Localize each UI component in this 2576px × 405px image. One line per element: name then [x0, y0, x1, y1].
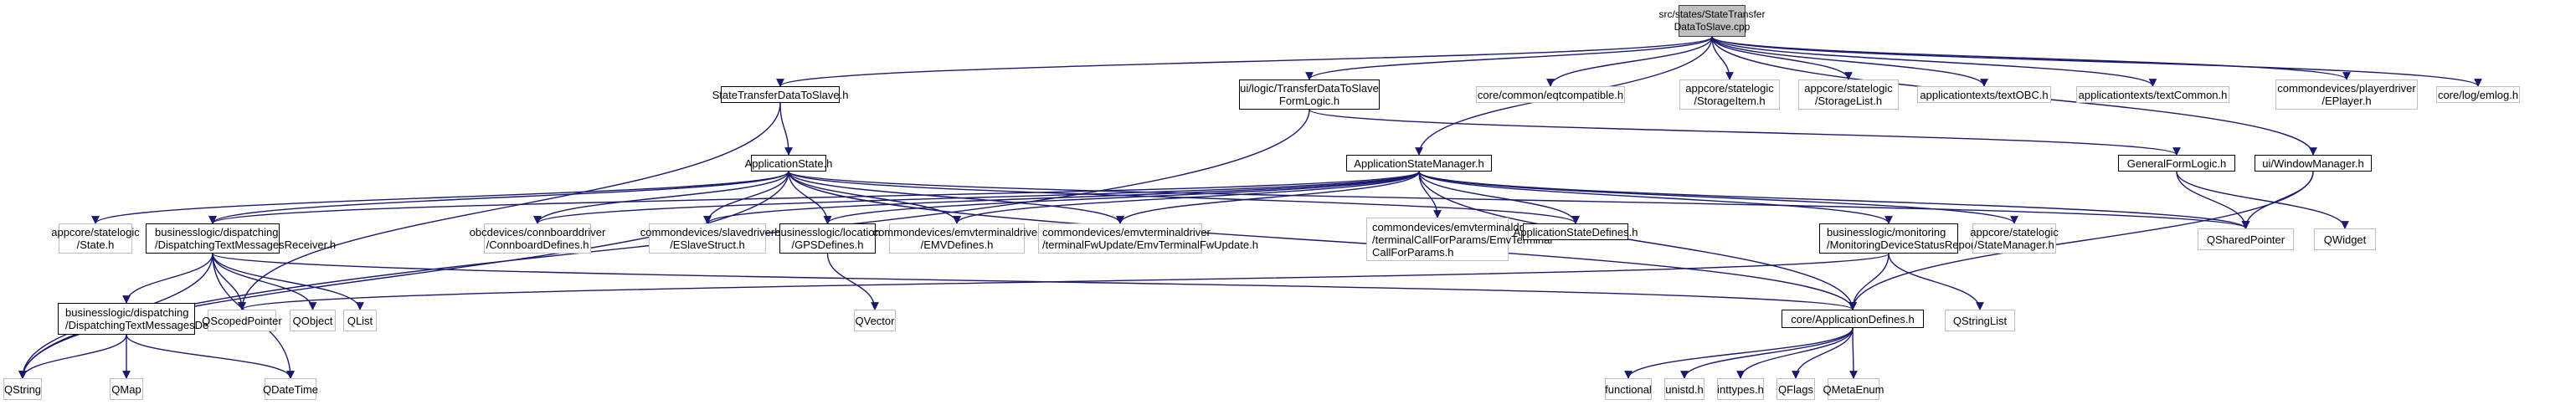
node-qdatetime[interactable]: QDateTime: [263, 378, 318, 400]
node-storage-item[interactable]: appcore/statelogic /StorageItem.h: [1679, 79, 1780, 110]
edge-gpsDefines-to-qVector: [826, 253, 879, 310]
node-qstringlist[interactable]: QStringList: [1945, 310, 2015, 331]
node-application-state[interactable]: ApplicationState.h: [745, 155, 832, 172]
node-qmap[interactable]: QMap: [110, 378, 143, 400]
edge-applicationState-to-emvFwUpdate: [788, 171, 1124, 224]
edge-appDefines-to-qMetaEnum: [1849, 327, 1858, 379]
node-state-transfer-header[interactable]: StateTransferDataToSlave.h: [712, 86, 848, 103]
node-application-state-manager[interactable]: ApplicationStateManager.h: [1346, 155, 1492, 172]
edge-root-to-stateTransferH: [776, 36, 1713, 87]
edge-applicationState-to-qString: [18, 171, 789, 379]
node-qmetaenum[interactable]: QMetaEnum: [1823, 378, 1884, 400]
edge-root-to-emlog: [1711, 36, 2482, 87]
node-qsharedpointer[interactable]: QSharedPointer: [2198, 228, 2294, 250]
edge-applicationStateManager-to-emvDefines: [953, 171, 1420, 224]
edge-applicationStateManager-to-emvFwUpdate: [1116, 171, 1420, 224]
node-inttypes[interactable]: inttypes.h: [1717, 378, 1764, 400]
node-app-state-defines[interactable]: ApplicationStateDefines.h: [1514, 223, 1638, 240]
edge-generalFormLogic-to-qSharedPointer: [2176, 171, 2250, 229]
node-qvector[interactable]: QVector: [854, 310, 896, 331]
node-qwidget[interactable]: QWidget: [2314, 228, 2376, 250]
edge-appDefines-to-qFlags: [1792, 327, 1854, 379]
node-emlog[interactable]: core/log/emlog.h: [2436, 86, 2520, 103]
edge-applicationState-to-qSharedPointer: [788, 171, 2250, 229]
node-state-header[interactable]: appcore/statelogic /State.h: [51, 223, 140, 254]
edge-dispatchReceiver-to-qList: [212, 253, 364, 310]
node-qlist[interactable]: QList: [343, 310, 377, 331]
node-emv-call-for-params[interactable]: commondevices/emvterminaldriver /termina…: [1366, 218, 1552, 261]
edge-root-to-textCommon: [1711, 36, 2157, 87]
edge-applicationState-to-connboardDefines: [533, 171, 789, 224]
edge-applicationStateManager-to-appDefines: [1418, 171, 1857, 310]
edge-root-to-storageItem: [1711, 36, 1734, 80]
edge-applicationState-to-stateH: [91, 171, 789, 224]
edge-appDefines-to-inttypes: [1736, 327, 1854, 379]
node-transfer-form-logic[interactable]: ui/logic/TransferDataToSlave FormLogic.h: [1239, 79, 1380, 110]
node-application-defines[interactable]: core/ApplicationDefines.h: [1782, 310, 1924, 328]
edge-monitoringReport-to-qScopedPointer: [238, 253, 1890, 310]
edge-applicationState-to-eSlaveStruct: [703, 171, 789, 224]
node-qobject[interactable]: QObject: [290, 310, 336, 331]
node-dispatching-defines[interactable]: businesslogic/dispatching /DispatchingTe…: [58, 303, 241, 335]
node-storage-list[interactable]: appcore/statelogic /StorageList.h: [1798, 79, 1899, 110]
node-text-obc[interactable]: applicationtexts/textOBC.h: [1917, 86, 2051, 103]
edge-applicationState-to-appDefines: [788, 171, 1857, 310]
edge-applicationStateManager-to-monitoringReport: [1418, 171, 1893, 224]
edge-applicationStateManager-to-appStateDefines: [1418, 171, 1580, 224]
edge-root-to-transferFormLogic: [1305, 36, 1713, 80]
node-text-common[interactable]: applicationtexts/textCommon.h: [2076, 86, 2229, 103]
node-unistd[interactable]: unistd.h: [1664, 378, 1704, 400]
node-emv-defines[interactable]: commondevices/emvterminaldriver /EMVDefi…: [873, 223, 1041, 254]
edge-root-to-eqtcompatible: [1546, 36, 1713, 87]
node-eslave-struct[interactable]: commondevices/slavedriver /ESlaveStruct.…: [640, 223, 774, 254]
edge-generalFormLogic-to-qWidget: [2176, 171, 2349, 229]
edge-windowManager-to-qSharedPointer: [2241, 171, 2314, 229]
node-gps-defines[interactable]: businesslogic/location /GPSDefines.h: [774, 223, 881, 254]
edge-applicationStateManager-to-connboardDefines: [533, 171, 1420, 224]
node-eqtcompatible[interactable]: core/common/eqtcompatible.h: [1476, 86, 1625, 103]
node-dispatching-receiver[interactable]: businesslogic/dispatching /DispatchingTe…: [146, 223, 336, 254]
edge-applicationStateManager-to-dispatchReceiver: [208, 171, 1420, 224]
node-root-file[interactable]: src/states/StateTransfer DataToSlave.cpp: [1659, 5, 1765, 37]
node-monitoring-report[interactable]: businesslogic/monitoring /MonitoringDevi…: [1819, 223, 1987, 254]
node-qscopedpointer[interactable]: QScopedPointer: [202, 310, 282, 331]
node-emv-fw-update[interactable]: commondevices/emvterminaldriver /termina…: [1038, 223, 1258, 254]
node-state-manager-header[interactable]: appcore/statelogic /StateManager.h: [1970, 223, 2059, 254]
edge-applicationStateManager-to-eSlaveStruct: [703, 171, 1420, 224]
edge-stateTransferH-to-applicationState: [779, 102, 793, 156]
edge-applicationStateManager-to-qSharedPointer: [1418, 171, 2250, 229]
node-qstring[interactable]: QString: [3, 378, 42, 400]
edge-applicationStateManager-to-stateManagerH: [1418, 171, 2018, 224]
edge-root-to-textOBC: [1711, 36, 1988, 87]
edge-stateTransferH-to-qScopedPointer: [238, 102, 781, 310]
node-window-manager[interactable]: ui/WindowManager.h: [2255, 155, 2372, 172]
edge-appDefines-to-unistd: [1680, 327, 1854, 379]
edge-applicationState-to-emvDefines: [788, 171, 961, 224]
edge-dispatchReceiver-to-dispatchDefines: [122, 253, 213, 304]
edge-monitoringReport-to-qStringList: [1888, 253, 1984, 310]
node-general-form-logic[interactable]: GeneralFormLogic.h: [2118, 155, 2235, 172]
edge-root-to-storageList: [1711, 36, 1853, 80]
node-eplayer[interactable]: commondevices/playerdriver /EPlayer.h: [2275, 79, 2418, 110]
node-connboard-defines[interactable]: obcdevices/connboarddriver /ConnboardDef…: [470, 223, 605, 254]
edge-monitoringReport-to-appDefines: [1848, 253, 1890, 310]
edge-windowManager-to-appDefines: [1848, 171, 2314, 310]
edge-applicationState-to-dispatchReceiver: [208, 171, 789, 224]
edge-transferFormLogic-to-generalFormLogic: [1309, 109, 2181, 156]
edge-appDefines-to-functional: [1624, 327, 1854, 379]
edge-applicationStateManager-to-gpsDefines: [823, 171, 1420, 224]
edge-dispatchDefines-to-qDateTime: [126, 334, 295, 379]
node-qflags[interactable]: QFlags: [1776, 378, 1815, 400]
node-functional[interactable]: functional: [1605, 378, 1652, 400]
edge-dispatchDefines-to-qString: [18, 334, 127, 379]
